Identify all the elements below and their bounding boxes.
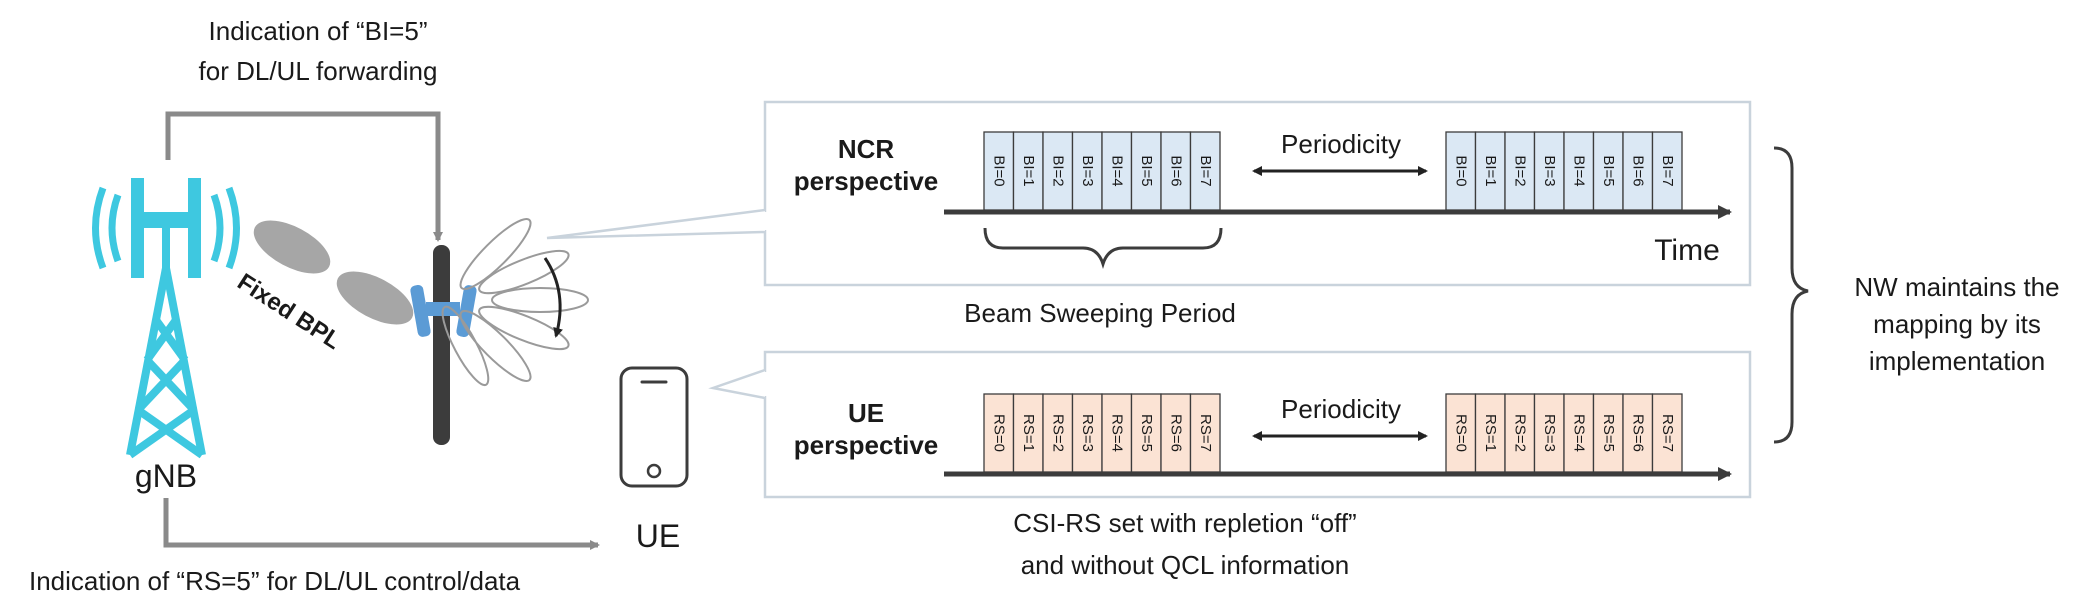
ue-cell-label: RS=7	[1659, 414, 1676, 452]
ue-cell	[983, 393, 1015, 473]
ncr-cell-label: BI=6	[1629, 155, 1646, 186]
ue-periodicity-label: Periodicity	[1281, 394, 1401, 424]
fixed-bpl-label: Fixed BPL	[233, 268, 346, 355]
ue-cell	[1071, 393, 1103, 473]
ncr-cell-label: BI=5	[1600, 155, 1617, 186]
ncr-cell-label: BI=1	[1482, 155, 1499, 186]
ncr-cell-label: BI=1	[1020, 155, 1037, 186]
ue-cell-label: RS=4	[1570, 414, 1587, 452]
nw-note-line2: mapping by its	[1873, 309, 2041, 339]
bi-indication-arrow	[165, 111, 443, 242]
ncr-cell-label: BI=5	[1138, 155, 1155, 186]
ncr-cell-label: BI=7	[1659, 155, 1676, 186]
ncr-cell-label: BI=7	[1197, 155, 1214, 186]
ue-cell-label: RS=5	[1138, 414, 1155, 452]
ue-cell-label: RS=4	[1108, 414, 1125, 452]
top-annotation-line2: for DL/UL forwarding	[199, 56, 438, 86]
ue-cell-label: RS=1	[1020, 414, 1037, 452]
gnb-tower-icon	[92, 178, 240, 459]
ncr-cell-label: BI=4	[1108, 155, 1125, 186]
ncr-cell	[1622, 131, 1654, 211]
ue-cell-label: RS=5	[1600, 414, 1617, 452]
ue-cell-label: RS=0	[1452, 414, 1469, 452]
ncr-cell-label: BI=4	[1570, 155, 1587, 186]
ncr-repeater-icon	[410, 245, 477, 445]
ncr-cells-group-1: BI=0 BI=1 BI=2 BI=3 BI=4 BI=5 BI=6 BI=7	[983, 131, 1221, 211]
ue-title-line1: UE	[848, 398, 884, 428]
bpl-beam-left	[253, 220, 331, 274]
ncr-cell	[1130, 131, 1162, 211]
ue-cell	[1592, 393, 1624, 473]
nw-note-line3: implementation	[1869, 346, 2045, 376]
ncr-cell-label: BI=2	[1511, 155, 1528, 186]
ncr-cell	[1189, 131, 1221, 211]
ncr-cell	[1160, 131, 1192, 211]
ue-cell	[1651, 393, 1683, 473]
ncr-cell	[1445, 131, 1477, 211]
ue-cell	[1101, 393, 1133, 473]
ue-cell-label: RS=0	[990, 414, 1007, 452]
ncr-cell-label: BI=2	[1049, 155, 1066, 186]
nw-note-line1: NW maintains the	[1854, 272, 2059, 302]
ue-cell-label: RS=6	[1629, 414, 1646, 452]
ue-label: UE	[636, 518, 680, 554]
ue-cell-label: RS=2	[1049, 414, 1066, 452]
ncr-cell-label: BI=3	[1541, 155, 1558, 186]
bpl-beam-right	[336, 271, 414, 325]
bottom-annotation: Indication of “RS=5” for DL/UL control/d…	[29, 566, 521, 596]
ncr-cell-label: BI=3	[1079, 155, 1096, 186]
top-annotation-line1: Indication of “BI=5”	[209, 16, 428, 46]
ue-cells-group-1: RS=0 RS=1 RS=2 RS=3 RS=4 RS=5 RS=6 RS=7	[983, 393, 1221, 473]
ncr-cell-label: BI=6	[1167, 155, 1184, 186]
ncr-callout-pointer	[546, 208, 766, 240]
right-brace	[1773, 146, 1809, 444]
ncr-title-line1: NCR	[838, 134, 895, 164]
beam-sweeping-label: Beam Sweeping Period	[964, 298, 1236, 328]
ncr-cell	[1474, 131, 1506, 211]
ncr-cells-group-2: BI=0 BI=1 BI=2 BI=3 BI=4 BI=5 BI=6 BI=7	[1445, 131, 1683, 211]
csi-note-line1: CSI-RS set with repletion “off”	[1013, 508, 1356, 538]
ue-cell	[1042, 393, 1074, 473]
ncr-cell	[1592, 131, 1624, 211]
ncr-periodicity-label: Periodicity	[1281, 129, 1401, 159]
ue-cell-label: RS=2	[1511, 414, 1528, 452]
ue-cell-label: RS=3	[1079, 414, 1096, 452]
ue-callout-pointer	[708, 368, 766, 400]
ue-cell-label: RS=6	[1167, 414, 1184, 452]
ncr-cell	[1101, 131, 1133, 211]
ue-cell	[1130, 393, 1162, 473]
sweeping-beams-icon	[441, 218, 589, 387]
ncr-time-label: Time	[1654, 234, 1720, 267]
ue-cell-label: RS=3	[1541, 414, 1558, 452]
gnb-label: gNB	[135, 458, 197, 494]
ue-cells-group-2: RS=0 RS=1 RS=2 RS=3 RS=4 RS=5 RS=6 RS=7	[1445, 393, 1683, 473]
ncr-cell-label: BI=0	[1452, 155, 1469, 186]
rs-indication-arrow	[163, 498, 600, 550]
ncr-cell-label: BI=0	[990, 155, 1007, 186]
ue-cell-label: RS=7	[1197, 414, 1214, 452]
ue-phone-icon	[619, 366, 689, 488]
ncr-perspective-panel: NCR perspective BI=0 BI=1 BI=2 BI=3 BI=4 BI=5…	[546, 100, 1752, 287]
ue-cell-label: RS=1	[1482, 414, 1499, 452]
beam-sweeping-brace	[983, 227, 1223, 270]
ncr-cell	[1504, 131, 1536, 211]
csi-note-line2: and without QCL information	[1021, 550, 1350, 580]
ue-title-line2: perspective	[794, 430, 939, 460]
sweep-direction-arrow	[543, 257, 563, 338]
ue-cell	[1160, 393, 1192, 473]
ncr-title-line2: perspective	[794, 166, 939, 196]
